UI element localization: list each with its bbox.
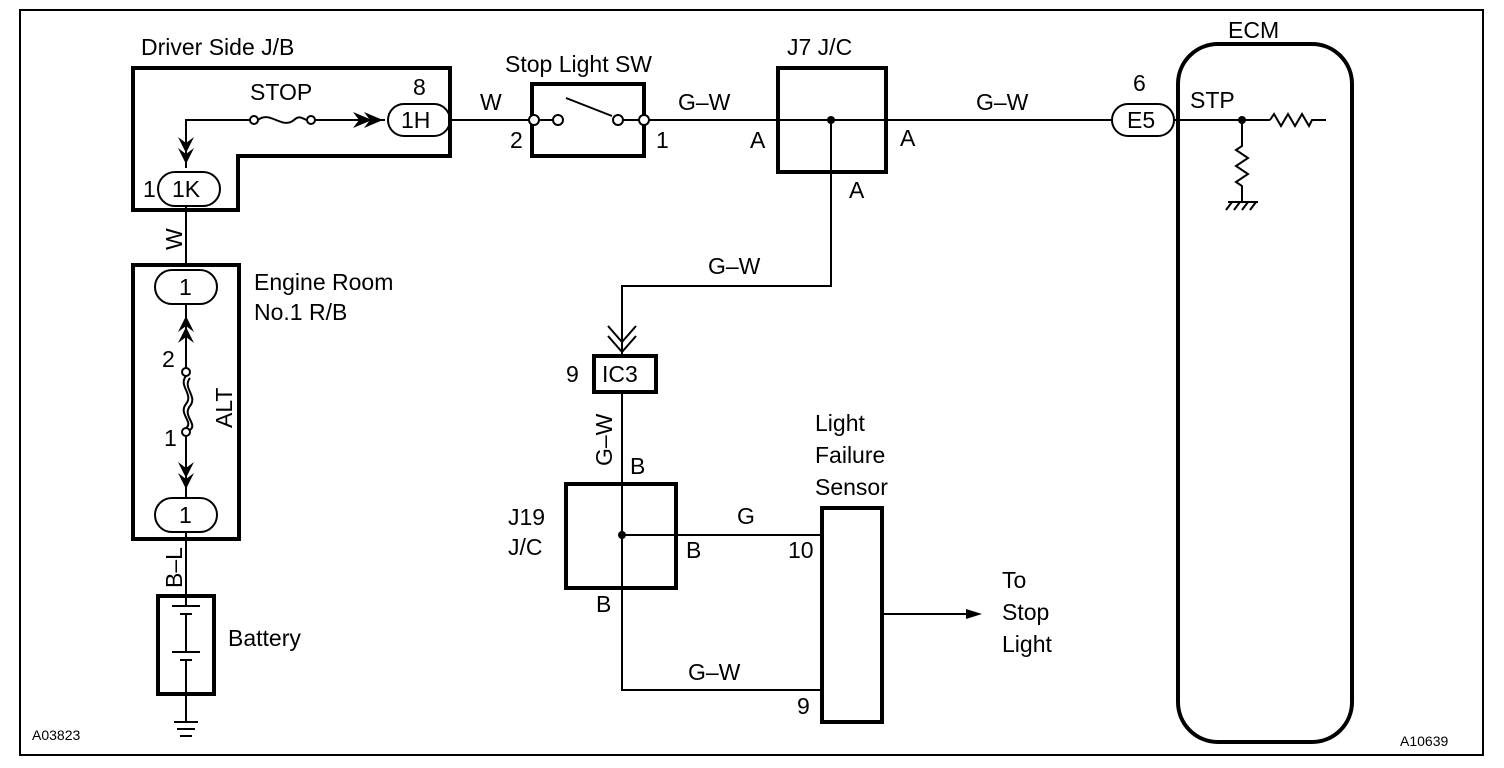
wire-color-label: G–W: [976, 89, 1029, 115]
j19-label: J19: [508, 504, 545, 530]
pullup-resistor: [1269, 112, 1326, 129]
j7-pin-label: A: [750, 127, 766, 153]
driver-side-jb: Driver Side J/B STOP 8 1H 1K 1: [131, 34, 452, 212]
j19-junction: J19 J/C B B: [508, 482, 701, 617]
alt-fusible-link: [182, 375, 190, 429]
to-stop-light-label: Stop: [1002, 599, 1049, 625]
connector-arrow-icon: [353, 112, 383, 128]
pin-label: 2: [162, 346, 175, 372]
ic3-connector: IC3 9: [566, 354, 658, 394]
fuse-terminal: [306, 115, 316, 125]
fuse-terminal: [249, 115, 259, 125]
wire-color-label: G–W: [591, 413, 617, 466]
stop-fuse-label: STOP: [250, 79, 312, 105]
light-failure-sensor: Light Failure Sensor 10 9: [788, 410, 982, 724]
connector-arrow-icon: [178, 316, 194, 343]
j19-label: J/C: [508, 534, 543, 560]
engine-room-label: Engine Room: [254, 269, 393, 295]
j19-pin-label: B: [596, 591, 611, 617]
stp-label: STP: [1190, 87, 1235, 113]
wire-color-label: W: [161, 228, 187, 250]
pin-label: 2: [510, 127, 523, 153]
driver-jb-label: Driver Side J/B: [141, 34, 294, 60]
to-stop-light-label: To: [1002, 567, 1026, 593]
wire-color-label: W: [480, 89, 502, 115]
pin-label: 1: [143, 176, 156, 202]
ic3-label: IC3: [602, 361, 638, 387]
stop-light-switch: Stop Light SW 2 1: [505, 51, 669, 158]
switch-contact: [565, 97, 613, 117]
alt-label: ALT: [211, 388, 237, 428]
wire-color-label: G–W: [678, 89, 731, 115]
j7-junction: J7 J/C A A A: [750, 34, 916, 203]
wire-color-label: G–W: [708, 253, 761, 279]
wire-g-w: [621, 588, 822, 691]
figure-code-left: A03823: [32, 727, 80, 743]
to-stop-light-label: Light: [1002, 631, 1052, 657]
sensor-label: Sensor: [815, 474, 888, 500]
pin-label: 1: [656, 127, 669, 153]
rb-connector-label: 1: [179, 274, 192, 300]
stop-sw-label: Stop Light SW: [505, 51, 652, 77]
wire-g-w: [621, 172, 832, 356]
ecm: ECM 6 E5 STP: [1111, 17, 1354, 744]
ground-icon: [1225, 201, 1258, 211]
figure-code-right: A10639: [1400, 733, 1448, 749]
connector-e5-label: E5: [1127, 107, 1155, 133]
connector-1k: [157, 171, 221, 207]
wire-color-label: G: [737, 503, 755, 529]
wire-color-label: B–L: [161, 547, 187, 588]
stop-fuse: [257, 116, 308, 124]
pin-label: 10: [788, 537, 814, 563]
arrow-right-icon: [966, 609, 982, 619]
chevron-connector-icon: [607, 325, 637, 354]
pin-label: 8: [413, 74, 426, 100]
j7-label: J7 J/C: [787, 34, 852, 60]
connector-arrow-icon: [178, 137, 194, 164]
battery-label: Battery: [228, 625, 301, 651]
connector-1k-label: 1K: [172, 176, 201, 202]
pin-label: 6: [1133, 70, 1146, 96]
rb-connector-label: 1: [179, 502, 192, 528]
j19-pin-label: B: [686, 537, 701, 563]
pulldown-resistor: [1234, 120, 1250, 202]
pin-label: 9: [566, 361, 579, 387]
sensor-label: Light: [815, 410, 865, 436]
engine-room-rb: Engine Room No.1 R/B 1 2 ALT 1 1: [131, 263, 393, 541]
engine-room-label: No.1 R/B: [254, 299, 347, 325]
wire-color-label: G–W: [688, 659, 741, 685]
diagram-border: [19, 9, 1484, 756]
connector-arrow-icon: [178, 462, 194, 489]
pin-label: 1: [164, 425, 177, 451]
pin-label: 9: [797, 693, 810, 719]
connector-1h-label: 1H: [401, 107, 430, 133]
j7-pin-label: A: [849, 177, 865, 203]
j19-pin-label: B: [630, 453, 645, 479]
battery: Battery: [156, 594, 301, 737]
sensor-label: Failure: [815, 442, 885, 468]
j7-pin-label: A: [900, 125, 916, 151]
ground-icon: [174, 694, 198, 737]
ecm-label: ECM: [1228, 17, 1279, 43]
